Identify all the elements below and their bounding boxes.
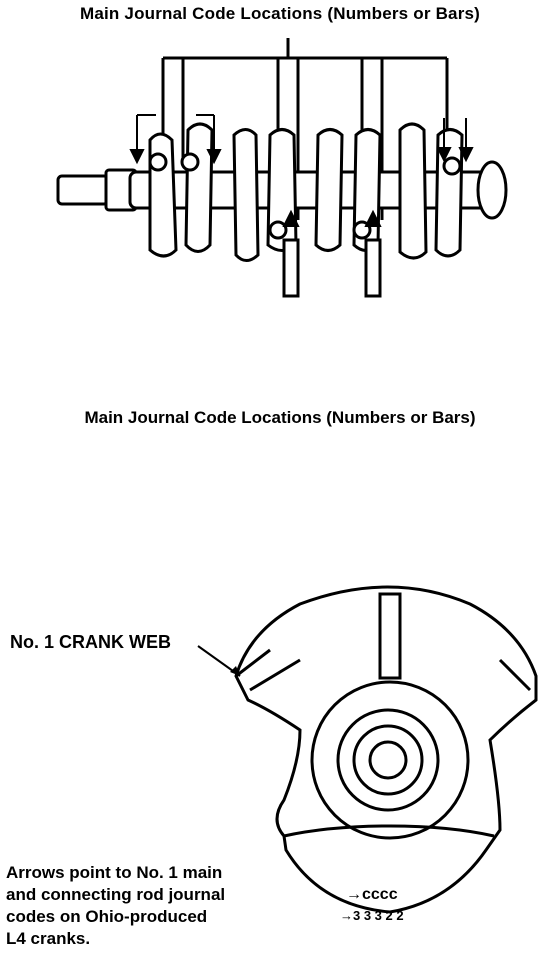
arrow-down-1 xyxy=(129,149,145,165)
crank-nose xyxy=(56,174,110,206)
crank-web-1 xyxy=(148,132,178,258)
arrow-down-3 xyxy=(458,147,474,163)
crank-web-7 xyxy=(398,122,428,260)
journal-center xyxy=(368,740,408,780)
crank-flange xyxy=(476,160,508,220)
arrow-shaft-bottom-1 xyxy=(282,238,300,298)
figure-title-top: Main Journal Code Locations (Numbers or … xyxy=(79,4,481,23)
crank-web-5 xyxy=(314,128,344,252)
crank-web-2 xyxy=(184,122,214,253)
arrow-down-2 xyxy=(206,149,222,165)
crank-web-label: No. 1 CRANK WEB xyxy=(10,632,171,652)
arrow-up-1 xyxy=(282,209,300,227)
arrow-shaft-bottom-2 xyxy=(364,238,382,298)
code-row-2: →3 3 3 2 2 xyxy=(340,908,404,923)
arrow-up-2 xyxy=(364,209,382,227)
crank-web-3 xyxy=(232,128,260,262)
note-text: Arrows point to No. 1 main and connectin… xyxy=(6,863,226,948)
arrow-down-4 xyxy=(436,147,452,163)
code-row-1: →cccc xyxy=(346,886,398,903)
web-slot xyxy=(378,592,402,680)
figure-title-mid: Main Journal Code Locations (Numbers or … xyxy=(84,408,476,427)
